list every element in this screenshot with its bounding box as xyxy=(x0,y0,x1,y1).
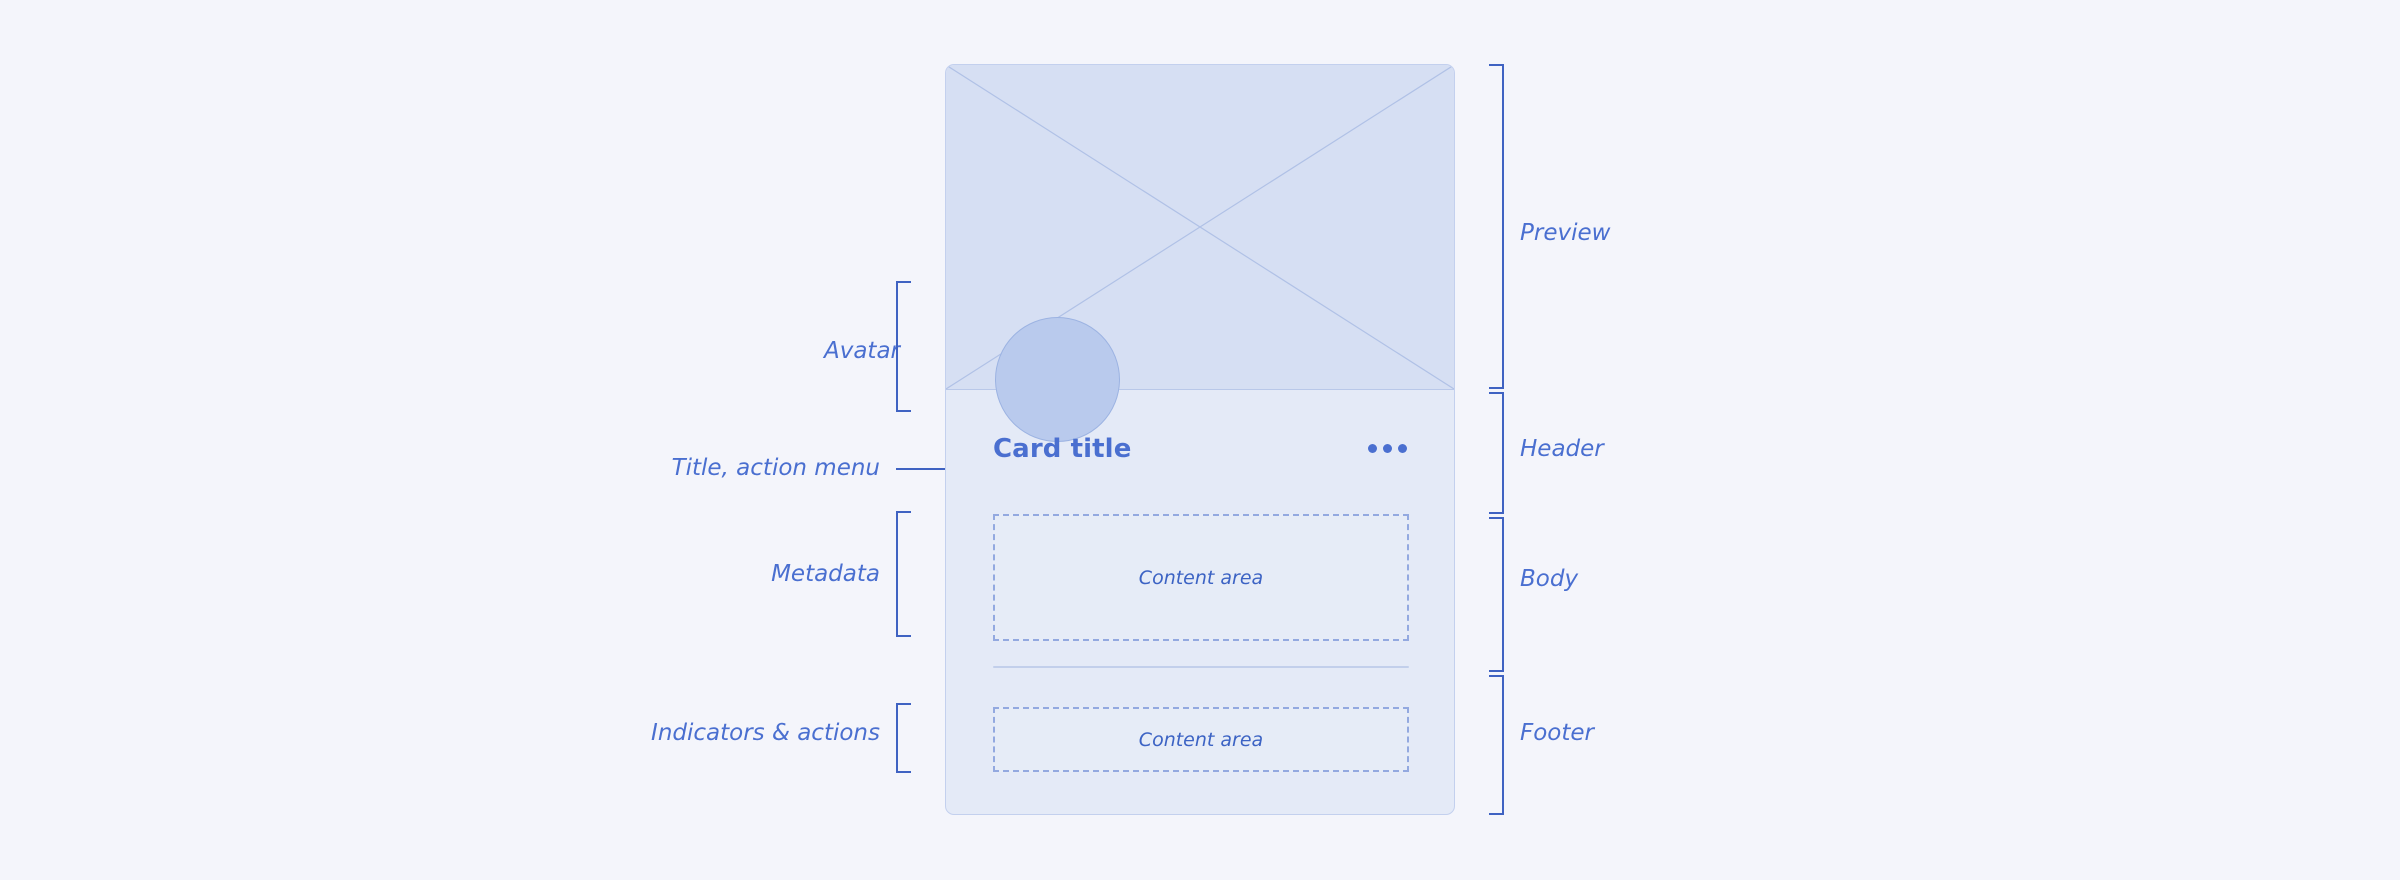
annotation-bracket-body xyxy=(1489,517,1504,672)
annotation-label-indicators-actions: Indicators & actions xyxy=(651,720,880,746)
annotation-bracket-metadata xyxy=(896,511,911,637)
annotation-bracket-preview xyxy=(1489,64,1504,389)
annotation-label-title-action-menu: Title, action menu xyxy=(671,455,880,481)
annotation-label-header: Header xyxy=(1520,436,1604,462)
annotation-leader-title-action-menu xyxy=(896,468,962,470)
annotation-label-metadata: Metadata xyxy=(771,561,880,587)
footer-spacer xyxy=(993,673,1409,707)
annotation-label-avatar: Avatar xyxy=(823,338,900,364)
footer-content-area[interactable]: Content area xyxy=(993,707,1409,772)
card-component[interactable]: Card title Content area Content area xyxy=(945,64,1455,815)
avatar[interactable] xyxy=(995,317,1120,442)
kebab-dot xyxy=(1398,444,1407,453)
card-body: Content area xyxy=(946,507,1454,673)
annotation-label-footer: Footer xyxy=(1520,720,1594,746)
annotation-label-body: Body xyxy=(1520,566,1579,592)
card-footer: Content area xyxy=(946,673,1454,814)
kebab-dot xyxy=(1368,444,1377,453)
annotation-bracket-header xyxy=(1489,392,1504,514)
annotation-bracket-footer xyxy=(1489,675,1504,815)
card-title: Card title xyxy=(993,433,1132,464)
annotation-bracket-indicators-actions xyxy=(896,703,911,773)
annotation-bracket-avatar xyxy=(896,281,911,412)
card-divider xyxy=(993,666,1409,668)
body-content-area[interactable]: Content area xyxy=(993,514,1409,641)
card-header: Card title xyxy=(946,390,1454,507)
kebab-dot xyxy=(1383,444,1392,453)
kebab-menu-icon[interactable] xyxy=(1368,444,1407,453)
annotation-label-preview: Preview xyxy=(1520,220,1611,246)
